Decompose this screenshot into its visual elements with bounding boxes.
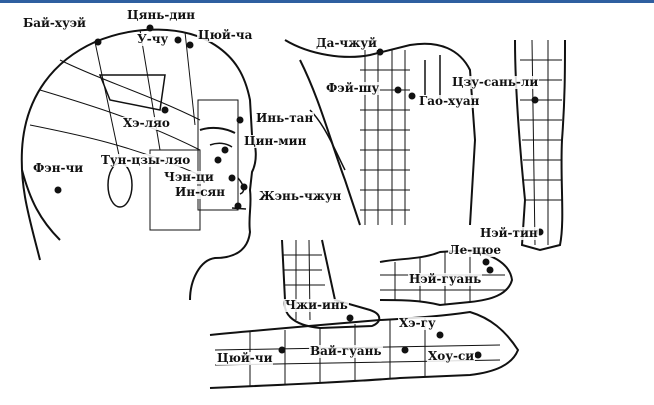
lower-leg [514,39,566,252]
label-qu-chi: Цюй-чи [216,351,274,365]
label-jing-ming: Цин-мин [243,134,308,148]
label-zhi-yin: Чжи-инь [284,298,349,312]
label-bai-hui: Бай-хуэй [22,16,87,30]
label-fei-shu: Фэй-шу [325,81,381,95]
back-torso [284,39,477,226]
acupoint-dots [54,24,544,359]
label-qian-ding: Цянь-дин [126,8,197,22]
label-he-gu: Хэ-гу [398,316,437,330]
label-da-zhui: Да-чжуй [315,36,378,50]
label-ren-zhong: Жэнь-чжун [258,189,343,203]
label-tong-zi-liao: Тун-цзы-ляо [100,153,192,167]
label-yin-tang: Инь-тан [255,111,315,125]
top-border [0,0,654,3]
foot [281,239,381,330]
label-he-liao: Хэ-ляо [122,116,171,130]
label-cui-cha: Цюй-ча [197,28,254,42]
label-gao-huang: Гао-хуан [418,94,481,108]
label-zu-san-li: Цзу-сань-ли [451,75,540,89]
label-hou-xi: Хоу-си [427,349,476,363]
label-nei-guan: Нэй-гуань [408,272,483,286]
label-le-que: Ле-цюе [448,243,503,257]
label-feng-chi: Фэн-чи [32,161,85,175]
label-nei-ting: Нэй-тин [479,226,539,240]
label-yin-xiang: Ин-сян [174,185,227,199]
label-wai-guan: Вай-гуань [309,344,383,358]
label-u-chu: У-чу [136,32,170,46]
label-cheng-qi: Чэн-ци [163,170,215,184]
